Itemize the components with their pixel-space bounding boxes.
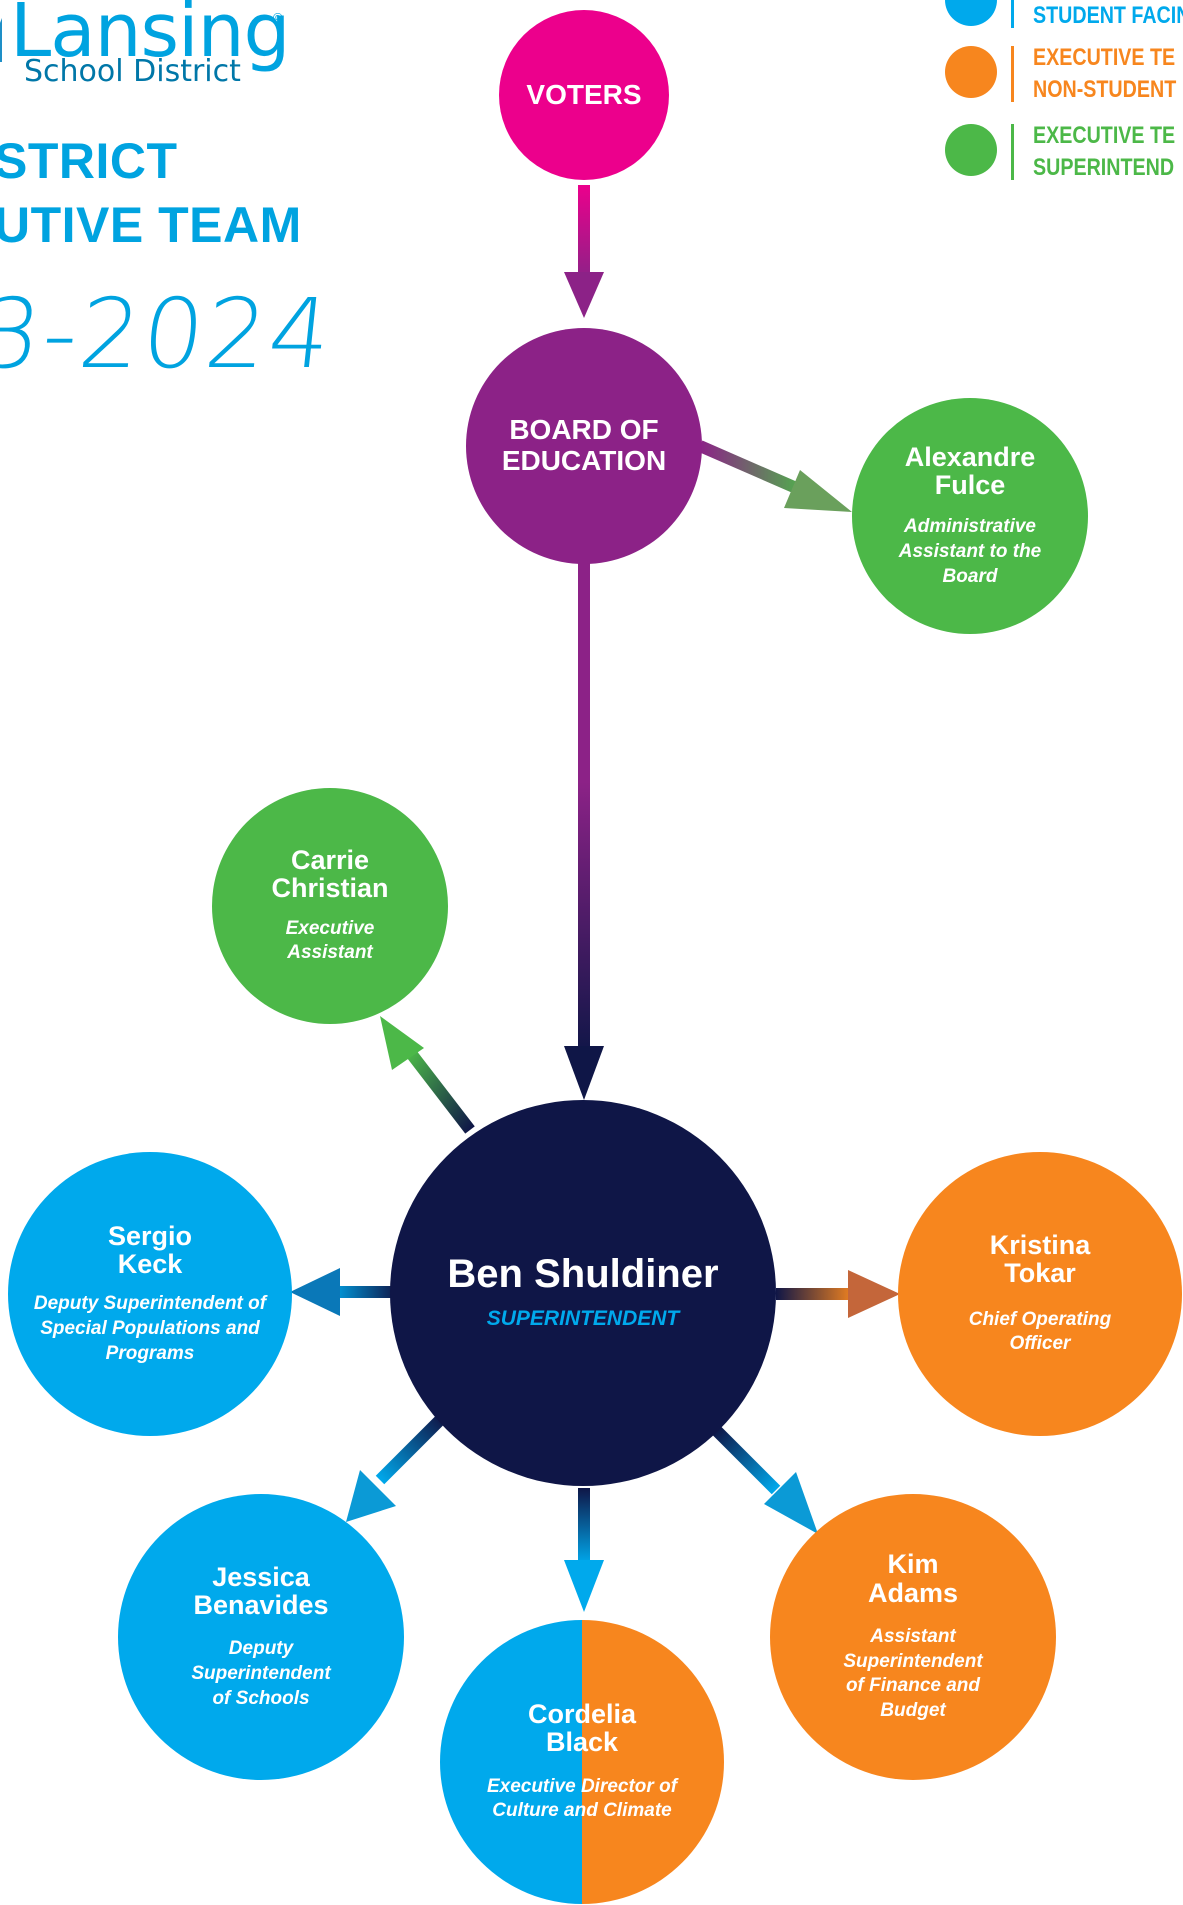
legend-sublabel: NON-STUDENT — [1033, 76, 1177, 103]
node-name-line2: Black — [545, 1727, 619, 1758]
page-year: 3-2024 — [0, 278, 338, 390]
logo-subtitle: School District — [24, 54, 241, 89]
node-cordelia-black: Cordelia Black Executive Director of Cul… — [440, 1620, 724, 1904]
node-name-line1: Sergio — [107, 1220, 193, 1251]
arrow-board-to-superintendent — [564, 558, 604, 1100]
node-carrie-christian: Carrie Christian Executive Assistant — [212, 788, 448, 1024]
legend-divider — [1011, 0, 1014, 28]
node-name-line1: Kim — [887, 1549, 939, 1580]
node-role: Assistant Superintendent of Finance and … — [843, 1625, 983, 1722]
legend-sublabel: SUPERINTEND — [1033, 154, 1175, 181]
page-title-line1: STRICT — [0, 133, 178, 189]
node-voters: VOTERS — [499, 10, 669, 180]
arrow-superintendent-to-sergio — [290, 1268, 398, 1316]
node-superintendent: Ben Shuldiner SUPERINTENDENT — [390, 1100, 776, 1486]
node-name-line1: Cordelia — [527, 1698, 637, 1729]
page-title-line2: UTIVE TEAM — [0, 197, 302, 253]
node-name-line1: Carrie — [290, 844, 370, 875]
node-name-line2: Christian — [271, 873, 389, 904]
arrow-superintendent-to-jessica — [346, 1413, 447, 1522]
arrow-voters-to-board — [564, 185, 604, 318]
node-role: Executive Assistant — [285, 917, 375, 964]
logo-mark-icon — [0, 18, 2, 62]
node-name-line2: Benavides — [193, 1589, 329, 1620]
node-name-line1: Kristina — [989, 1229, 1091, 1260]
node-name-line2: EDUCATION — [501, 445, 667, 476]
node-role: Chief Operating Officer — [968, 1308, 1112, 1355]
legend-label: STUDENT FACIN — [1033, 2, 1183, 29]
node-name: Ben Shuldiner — [447, 1252, 719, 1297]
arrow-superintendent-to-cordelia — [564, 1488, 604, 1612]
node-board-of-education: BOARD OF EDUCATION — [466, 328, 702, 564]
node-sergio-keck: Sergio Keck Deputy Superintendent of Spe… — [8, 1152, 292, 1436]
node-name-line2: Adams — [867, 1577, 959, 1608]
legend-label: EXECUTIVE TE — [1033, 122, 1176, 149]
node-name-line2: Keck — [117, 1248, 183, 1279]
arrow-superintendent-to-kim — [711, 1425, 818, 1534]
node-role: Deputy Superintendent of Schools — [191, 1638, 331, 1709]
arrow-board-to-alexandre — [697, 440, 852, 512]
node-role: Administrative Assistant to the Board — [898, 516, 1042, 587]
legend-divider — [1011, 46, 1014, 102]
logo-wordmark: Lansing — [10, 0, 290, 74]
node-name: VOTERS — [526, 79, 642, 111]
legend-label: EXECUTIVE TE — [1033, 44, 1176, 71]
node-name-line2: Tokar — [1004, 1258, 1076, 1289]
node-name-line1: Alexandre — [904, 441, 1036, 472]
node-name-line1: BOARD OF — [509, 414, 659, 446]
logo-registered-mark: © — [273, 10, 283, 25]
legend-swatch — [945, 124, 997, 176]
node-name-line1: Jessica — [212, 1561, 310, 1592]
node-role: Executive Director of Culture and Climat… — [486, 1775, 678, 1822]
node-role: Deputy Superintendent of Special Populat… — [33, 1293, 267, 1364]
arrow-superintendent-to-kristina — [776, 1270, 900, 1318]
node-role: SUPERINTENDENT — [486, 1307, 680, 1331]
node-kim-adams: Kim Adams Assistant Superintendent of Fi… — [770, 1494, 1056, 1780]
legend-divider — [1011, 124, 1014, 180]
node-alexandre-fulce: Alexandre Fulce Administrative Assistant… — [852, 398, 1088, 634]
node-jessica-benavides: Jessica Benavides Deputy Superintendent … — [118, 1494, 404, 1780]
legend-swatch — [945, 46, 997, 98]
node-name-line2: Fulce — [934, 469, 1006, 500]
node-kristina-tokar: Kristina Tokar Chief Operating Officer — [898, 1152, 1182, 1436]
arrow-superintendent-to-carrie — [380, 1016, 475, 1134]
